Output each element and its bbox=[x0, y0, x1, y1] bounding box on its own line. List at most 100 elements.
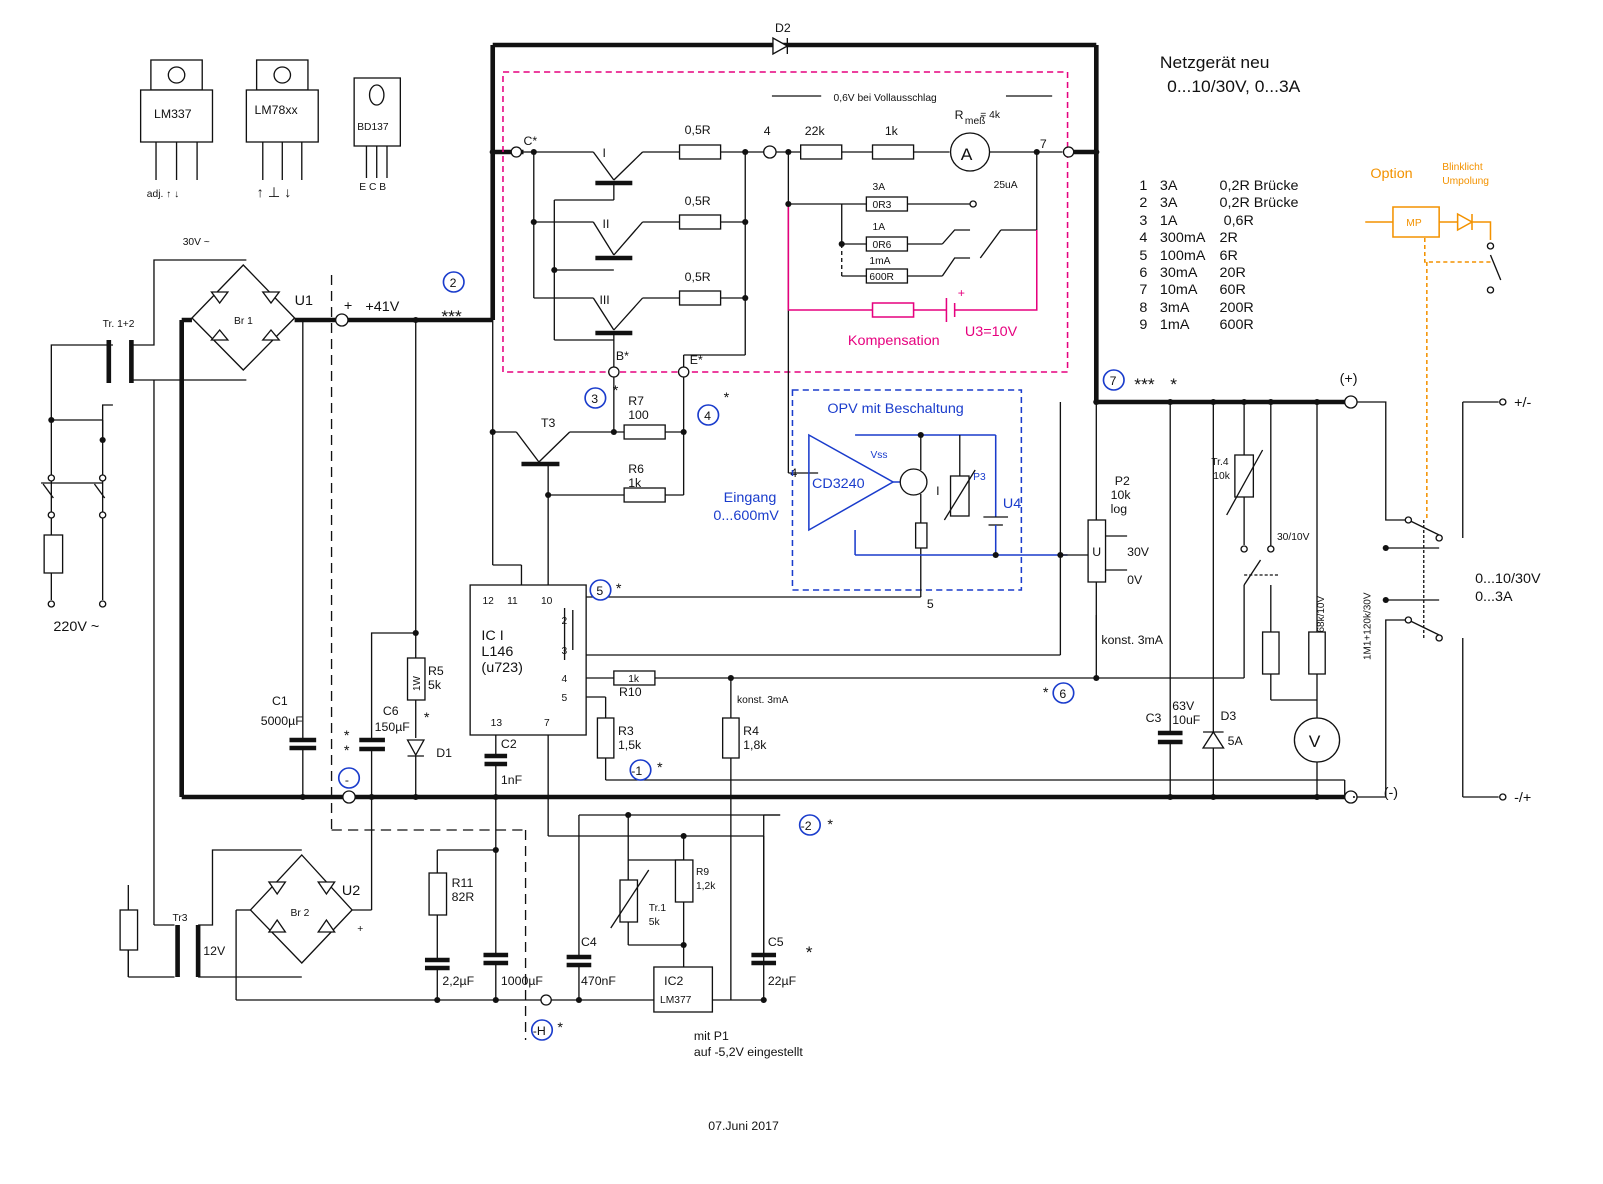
star-4: * bbox=[724, 390, 730, 406]
svg-text:3A: 3A bbox=[1160, 178, 1178, 194]
c3-voltage: 63V bbox=[1172, 699, 1195, 713]
page-subtitle: 0...10/30V, 0...3A bbox=[1167, 76, 1301, 96]
star-6: * bbox=[1043, 685, 1049, 701]
power-stage-box bbox=[502, 71, 1069, 373]
out-minus-node: (-) bbox=[1384, 785, 1398, 801]
voltmeter-label: V bbox=[1309, 731, 1321, 751]
svg-text:20R: 20R bbox=[1219, 265, 1245, 281]
ic1-type: L146 bbox=[481, 644, 513, 660]
svg-text:2: 2 bbox=[1139, 195, 1147, 211]
led-icon bbox=[1456, 212, 1474, 232]
u2-plus: + bbox=[357, 924, 363, 935]
p2-0v: 0V bbox=[1127, 573, 1143, 587]
lm337-label: LM337 bbox=[154, 107, 192, 121]
svg-text:3mA: 3mA bbox=[1160, 300, 1190, 316]
note-p1: mit P1 bbox=[694, 1029, 729, 1043]
re3-value: 0,5R bbox=[685, 270, 711, 284]
terminal-c: C* bbox=[524, 134, 538, 148]
svg-text:1: 1 bbox=[1139, 178, 1147, 194]
r6-value: 1k bbox=[628, 476, 642, 490]
drop-note: 0,6V bei Vollausschlag bbox=[834, 93, 937, 104]
svg-text:U: U bbox=[1092, 545, 1101, 559]
svg-text:6: 6 bbox=[1139, 265, 1147, 281]
svg-text:0,2R Brücke: 0,2R Brücke bbox=[1219, 178, 1298, 194]
marker-2 bbox=[442, 271, 465, 293]
svg-text:13: 13 bbox=[491, 718, 503, 729]
p2-label: P2 bbox=[1115, 474, 1130, 488]
r5-label: R5 bbox=[428, 664, 444, 678]
lm337-pins: adj. ↑ ↓ bbox=[147, 189, 179, 200]
rmess-label: R bbox=[955, 108, 964, 122]
comp-plus: + bbox=[958, 286, 965, 300]
re1-value: 0,5R bbox=[685, 123, 711, 137]
star-minus1: * bbox=[657, 760, 663, 776]
u1-label: U1 bbox=[295, 293, 313, 309]
r3-label: R3 bbox=[618, 724, 634, 738]
r9-value: 1,2k bbox=[696, 881, 716, 892]
svg-text:7: 7 bbox=[1110, 374, 1117, 388]
transistor-2-label: II bbox=[603, 217, 610, 231]
marker-4 bbox=[697, 404, 720, 426]
opv-ic-label: CD3240 bbox=[812, 476, 865, 492]
terminal-e: E* bbox=[690, 353, 703, 367]
tr3-label: Tr3 bbox=[172, 913, 187, 924]
bd137-label: BD137 bbox=[357, 122, 389, 133]
t3-label: T3 bbox=[541, 416, 556, 430]
svg-text:600R: 600R bbox=[1219, 317, 1253, 333]
star-3: * bbox=[613, 383, 619, 399]
p2-value: 10k bbox=[1111, 488, 1132, 502]
star-c5: * bbox=[806, 942, 813, 962]
c5-value: 22µF bbox=[768, 974, 796, 988]
shunt-3-range: 1mA bbox=[869, 256, 890, 267]
svg-text:-: - bbox=[345, 773, 349, 787]
opv-input-label: Eingang bbox=[724, 490, 777, 506]
r11-label: R11 bbox=[452, 876, 474, 890]
terminal-b: B* bbox=[616, 349, 629, 363]
opv-box bbox=[791, 389, 1023, 591]
marker-H bbox=[530, 1019, 554, 1041]
svg-text:7: 7 bbox=[544, 718, 550, 729]
svg-text:10mA: 10mA bbox=[1160, 282, 1198, 298]
bd137-pins: E C B bbox=[359, 182, 386, 193]
re2-value: 0,5R bbox=[685, 194, 711, 208]
svg-text:9: 9 bbox=[1139, 317, 1147, 333]
c-2u2-value: 2,2µF bbox=[442, 974, 474, 988]
d2-label: D2 bbox=[775, 21, 791, 35]
svg-text:12: 12 bbox=[482, 596, 494, 607]
rmess-sub: meß bbox=[965, 116, 986, 127]
package-bd137: BD137 E C B bbox=[353, 77, 402, 193]
c3-label: C3 bbox=[1146, 711, 1162, 725]
tr3-secondary: 12V bbox=[203, 944, 226, 958]
c1-label: C1 bbox=[272, 694, 288, 708]
svg-text:6: 6 bbox=[1059, 687, 1066, 701]
svg-text:6R: 6R bbox=[1219, 248, 1237, 264]
r5-value: 5k bbox=[428, 678, 442, 692]
svg-text:-1: -1 bbox=[631, 764, 642, 778]
marker-5 bbox=[589, 579, 612, 601]
u2-label: U2 bbox=[342, 883, 360, 899]
const-current-2: konst. 3mA bbox=[1101, 633, 1163, 647]
svg-text:-H: -H bbox=[533, 1024, 546, 1038]
r22k-label: 22k bbox=[805, 124, 826, 138]
r5-power: 1W bbox=[412, 676, 423, 691]
svg-text:4: 4 bbox=[704, 409, 711, 423]
fuse-icon bbox=[43, 534, 64, 574]
c1-value: 5000µF bbox=[261, 714, 303, 728]
ic2-type: LM377 bbox=[660, 995, 692, 1006]
svg-text:200R: 200R bbox=[1219, 300, 1253, 316]
svg-text:3A: 3A bbox=[1160, 195, 1178, 211]
junction-dots bbox=[48, 149, 1389, 1003]
note-p1-value: auf -5,2V eingestellt bbox=[694, 1045, 803, 1059]
marker-3 bbox=[584, 387, 607, 409]
option-blink-label: Blinklicht bbox=[1442, 162, 1483, 173]
r7-label: R7 bbox=[628, 394, 644, 408]
page-title: Netzgerät neu bbox=[1160, 52, 1270, 72]
star-d1: * bbox=[424, 710, 430, 726]
r9-label: R9 bbox=[696, 867, 709, 878]
pass-transistors: I 0,5R II 0,5R III 0,5R bbox=[533, 123, 776, 368]
svg-text:3: 3 bbox=[1139, 213, 1147, 229]
ic1-box bbox=[469, 584, 587, 736]
p2-taper: log bbox=[1111, 502, 1127, 516]
c6-value: 150µF bbox=[375, 720, 410, 734]
